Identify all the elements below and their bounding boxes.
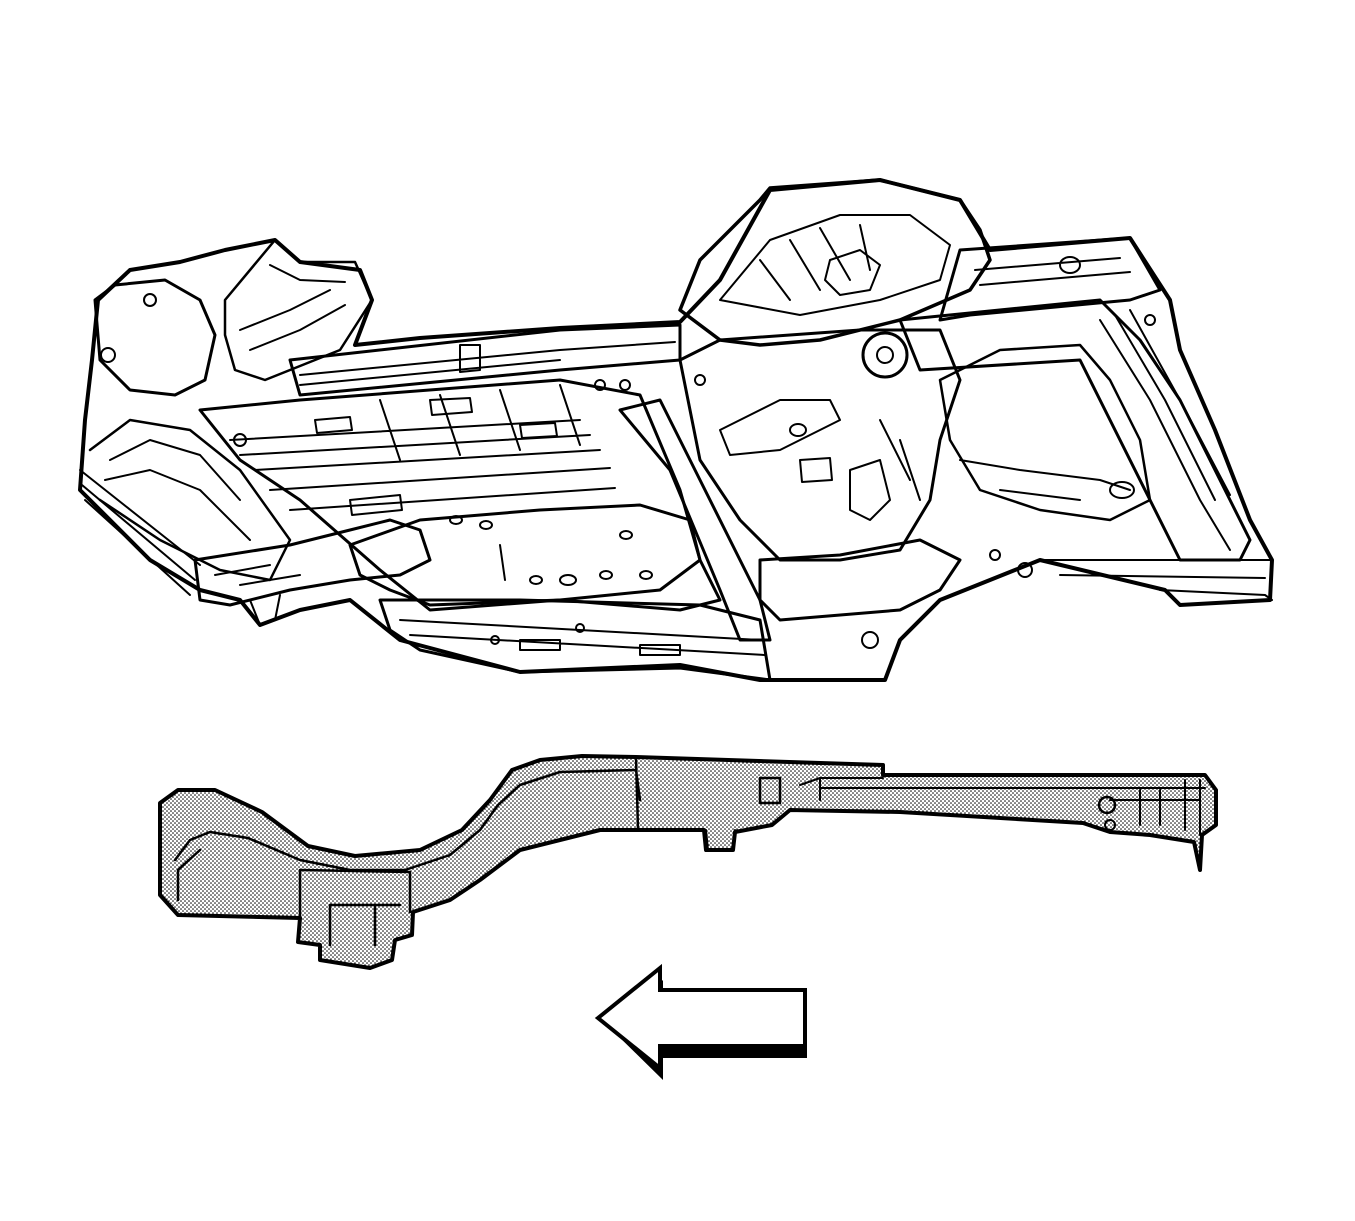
rail-access-hole (758, 776, 782, 805)
tunnel-holes (449, 515, 653, 586)
arrow-left-icon (594, 963, 807, 1080)
spare-tub-ribs (719, 214, 951, 316)
lower-rocker (378, 598, 772, 682)
rail-mount-hole (1097, 795, 1117, 815)
rear-wheelhouse (938, 343, 1152, 522)
crossmember-detail (214, 564, 301, 626)
fastener-holes (100, 293, 1156, 649)
rail-upper-flange (799, 777, 1206, 801)
rear-bumper-lines (1039, 559, 1273, 601)
rail-shaded-body (158, 754, 1218, 970)
rail-end-bracket (1139, 779, 1201, 836)
rail-bolt-boss (705, 829, 736, 851)
front-rail-lines (79, 469, 201, 596)
diagonal-side-rail (618, 398, 772, 642)
rail-lower-contour (176, 848, 412, 947)
rear-mount-hole (876, 346, 894, 364)
lower-rear-rail (758, 538, 962, 622)
rear-crossmember-detail (974, 256, 1131, 286)
upper-sill-detail (299, 341, 676, 386)
rear-floor-detail (719, 399, 921, 521)
rear-crossmember (938, 236, 1162, 322)
front-floor-pan (198, 378, 702, 612)
spare-tub-center (824, 249, 881, 296)
front-crossmember (93, 278, 217, 397)
rear-wheelhouse-inner (959, 459, 1135, 501)
rear-rail-lines (1099, 309, 1231, 551)
lower-rocker-detail (399, 619, 766, 656)
rail-section-seam (634, 755, 642, 832)
front-bracket (223, 238, 374, 382)
front-lower-crossmember (193, 518, 432, 607)
spare-wheel-tub (678, 178, 992, 347)
highlighted-rear-frame-rail (158, 754, 1218, 970)
rear-frame-rail-assembly (898, 298, 1252, 562)
vehicle-underbody (78, 178, 1274, 682)
front-bracket-detail (239, 264, 346, 351)
rail-inner-contour (173, 768, 638, 872)
rear-mount-plate (861, 331, 909, 379)
center-tunnel (348, 503, 722, 612)
floor-pan-ribs (229, 384, 616, 511)
front-wheelhouse-inner (104, 439, 251, 541)
floor-pan-openings (314, 397, 558, 516)
rail-mount-hole-lower (1104, 819, 1116, 831)
